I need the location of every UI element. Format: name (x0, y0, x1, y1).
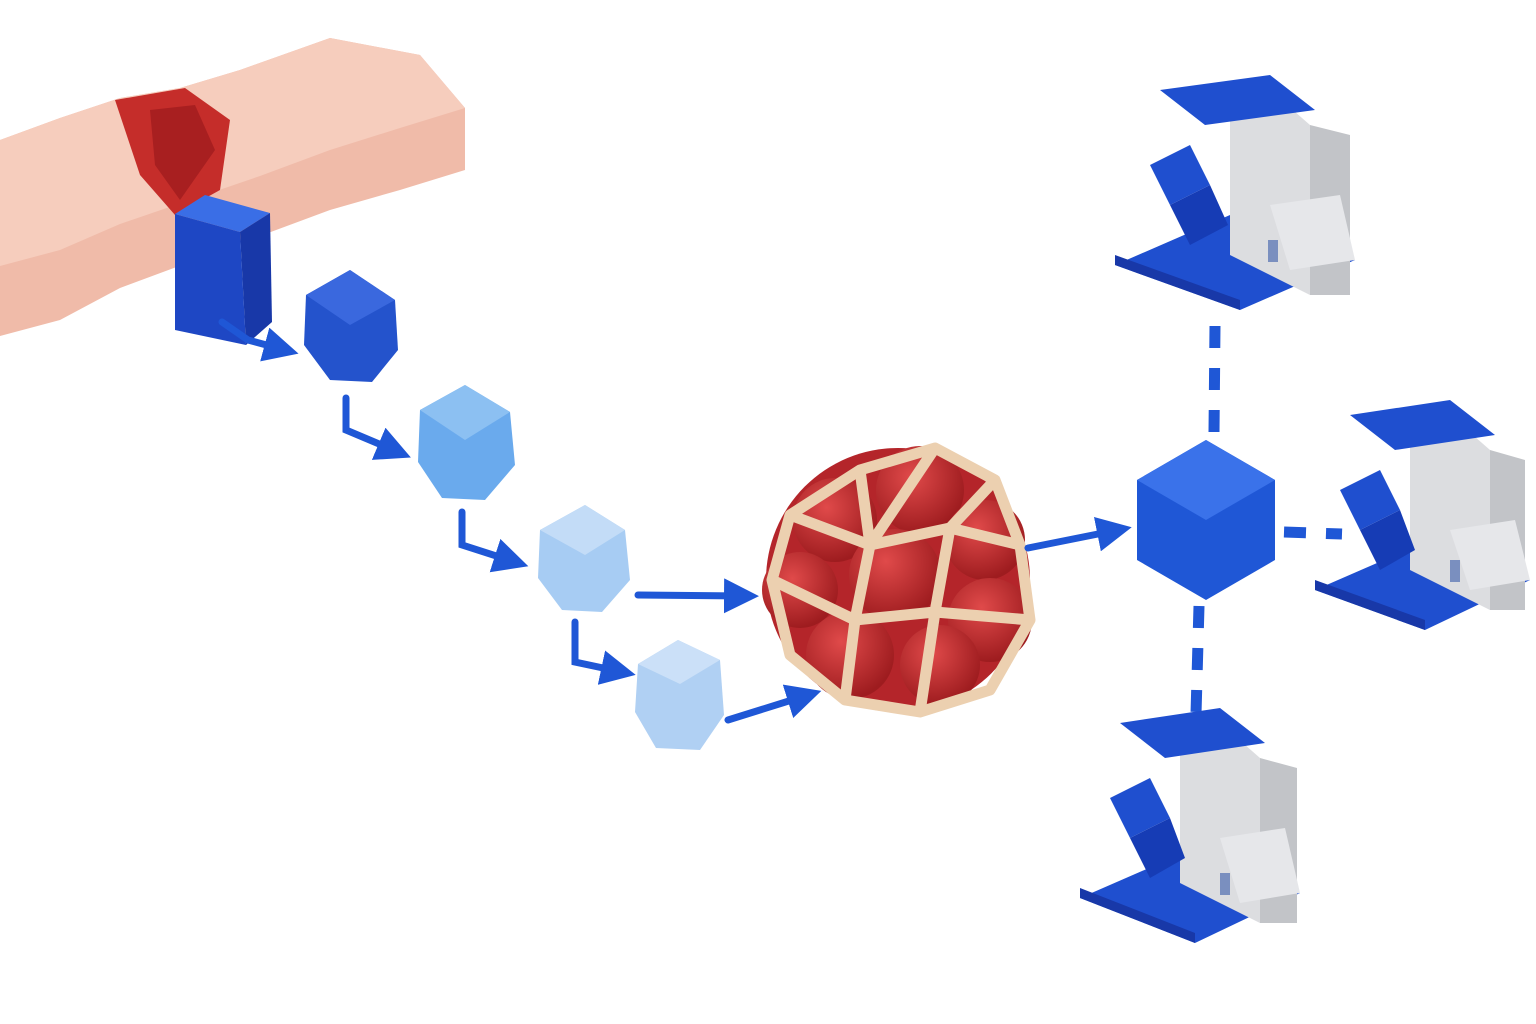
dash-hub-to-right-station (1283, 526, 1343, 540)
microscope-station-bottom-icon (1080, 708, 1300, 943)
sample-block-icon (175, 195, 272, 345)
arrow-cluster-to-hub (1024, 516, 1132, 552)
cell-stage-4-icon (635, 640, 724, 750)
arrow-cell1-to-cell2 (342, 394, 411, 460)
dash-hub-to-top-station (1208, 325, 1221, 433)
dash-hub-to-bottom-station (1190, 605, 1205, 715)
cell-stage-2-icon (418, 385, 515, 500)
arrow-cell2-to-cell3 (458, 508, 529, 573)
arrow-cell4-to-cluster (724, 684, 822, 724)
arrow-cell3-to-cell4 (571, 618, 636, 685)
hexagon-hub-icon (1137, 440, 1275, 600)
tissue-strip-icon (0, 38, 465, 336)
cell-stage-3-icon (538, 505, 630, 612)
microscope-station-top-icon (1115, 75, 1355, 310)
arrow-cell3-to-cluster (634, 578, 759, 614)
arrow-block-to-cell1 (218, 318, 299, 362)
cell-cluster-icon (762, 442, 1036, 718)
dashed-connectors (1190, 325, 1343, 715)
microscope-station-right-icon (1315, 400, 1530, 630)
flow-arrows (218, 318, 1132, 724)
cell-stage-1-icon (304, 270, 398, 382)
